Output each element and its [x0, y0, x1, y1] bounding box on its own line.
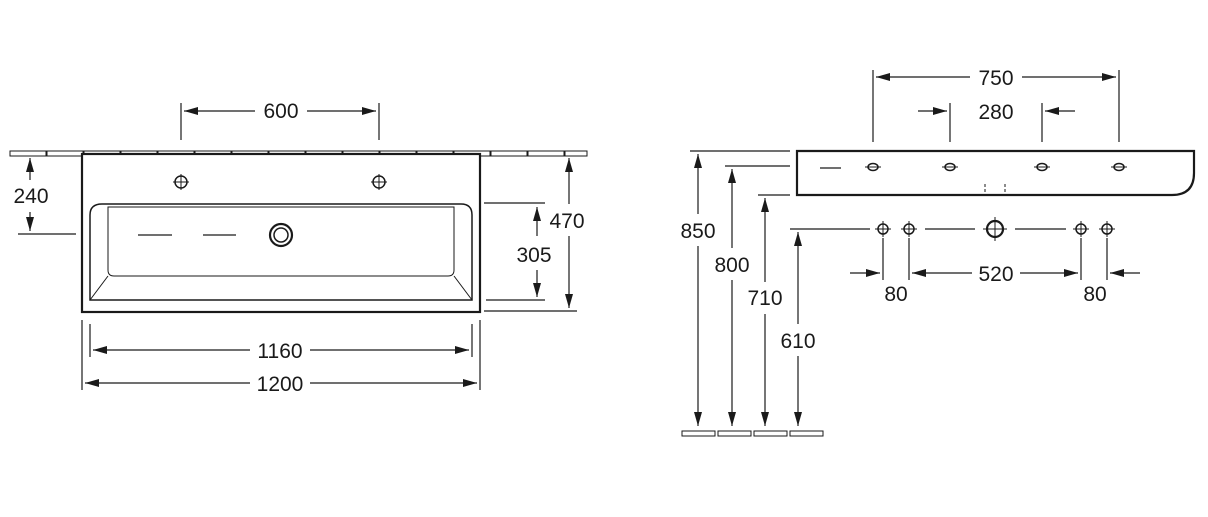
inner-width-label: 1160 [257, 340, 302, 363]
dim-side-right: 80 [1083, 269, 1140, 306]
dim-height-800: 800 [714, 169, 750, 426]
mount-hole-2 [901, 221, 917, 237]
dim-mid-span: 520 [912, 263, 1078, 286]
front-view: 600 240 305 470 [9, 100, 588, 396]
tap-spacing-label: 600 [263, 100, 298, 123]
basin-front [80, 152, 482, 314]
side-right-label: 80 [1083, 283, 1106, 306]
dim-tap-height: 240 [13, 158, 76, 235]
side-left-label: 80 [884, 283, 907, 306]
dim-top-span: 750 [872, 67, 1120, 142]
dim-height-610: 610 [780, 232, 816, 426]
hole-mark-3 [1034, 162, 1050, 172]
dim-hole-spacing: 280 [918, 101, 1075, 142]
height-610-label: 610 [780, 330, 815, 353]
mount-hole-4 [1099, 221, 1115, 237]
outer-width-label: 1200 [257, 373, 304, 396]
drain-front [138, 222, 294, 248]
mounting-holes-row [875, 217, 1115, 280]
mid-span-label: 520 [978, 263, 1013, 286]
dim-tap-spacing: 600 [180, 100, 380, 140]
hole-spacing-label: 280 [978, 101, 1013, 124]
side-view: 750 280 850 800 [680, 67, 1196, 437]
basin-profile [795, 149, 1196, 197]
height-800-label: 800 [714, 254, 749, 277]
dim-total-depth: 470 [484, 158, 585, 312]
hole-mark-1 [865, 162, 881, 172]
tap-hole-left [173, 174, 189, 190]
basin-depth-label: 305 [516, 244, 551, 267]
dim-side-left: 80 [850, 269, 908, 306]
dim-height-850: 850 [680, 154, 716, 426]
tap-height-label: 240 [13, 185, 48, 208]
dim-inner-width: 1160 [89, 324, 473, 363]
floor-strip [681, 430, 824, 437]
top-span-label: 750 [978, 67, 1013, 90]
height-850-label: 850 [680, 220, 715, 243]
tap-hole-right [371, 174, 387, 190]
dim-height-710: 710 [747, 198, 783, 426]
hole-mark-2 [942, 162, 958, 172]
mount-hole-3 [1073, 221, 1089, 237]
total-depth-label: 470 [549, 210, 584, 233]
hole-mark-4 [1111, 162, 1127, 172]
dim-outer-width: 1200 [81, 320, 481, 396]
mount-hole-1 [875, 221, 891, 237]
height-710-label: 710 [747, 287, 782, 310]
drain-hole-side [983, 217, 1007, 241]
dim-basin-depth: 305 [484, 202, 552, 301]
